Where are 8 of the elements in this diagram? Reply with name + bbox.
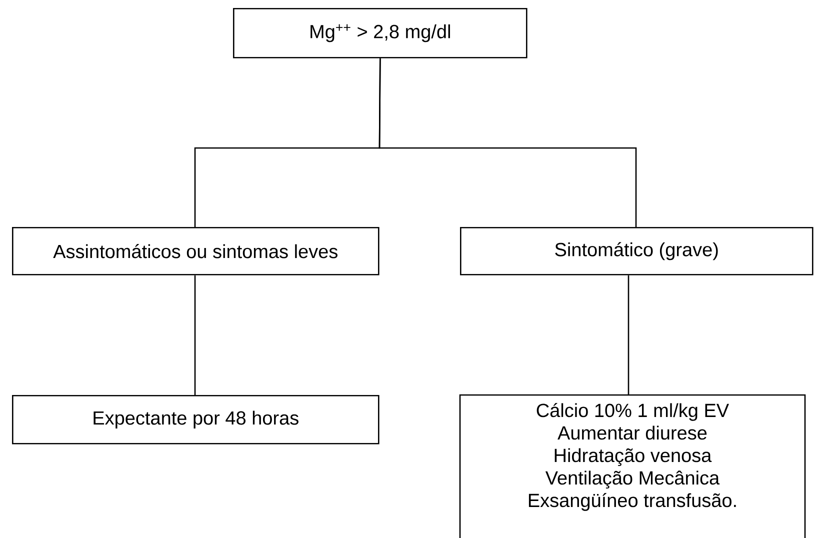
- process-box: Assintomáticos ou sintomas leves: [12, 227, 380, 276]
- connector-line: [378, 58, 637, 227]
- process-box: Expectante por 48 horas: [12, 395, 380, 444]
- process-box: Cálcio 10% 1 ml/kg EV Aumentar diurese Hidratação venosa Ventilação Mecânica Exsangüíneo transfusão.: [459, 394, 806, 538]
- process-box: Sintomático (grave): [460, 227, 814, 276]
- connector-line: [628, 275, 630, 395]
- process-box: Mg$^{++}$ > 2,8 mg/dl: [233, 8, 528, 58]
- connector-line: [194, 275, 196, 395]
